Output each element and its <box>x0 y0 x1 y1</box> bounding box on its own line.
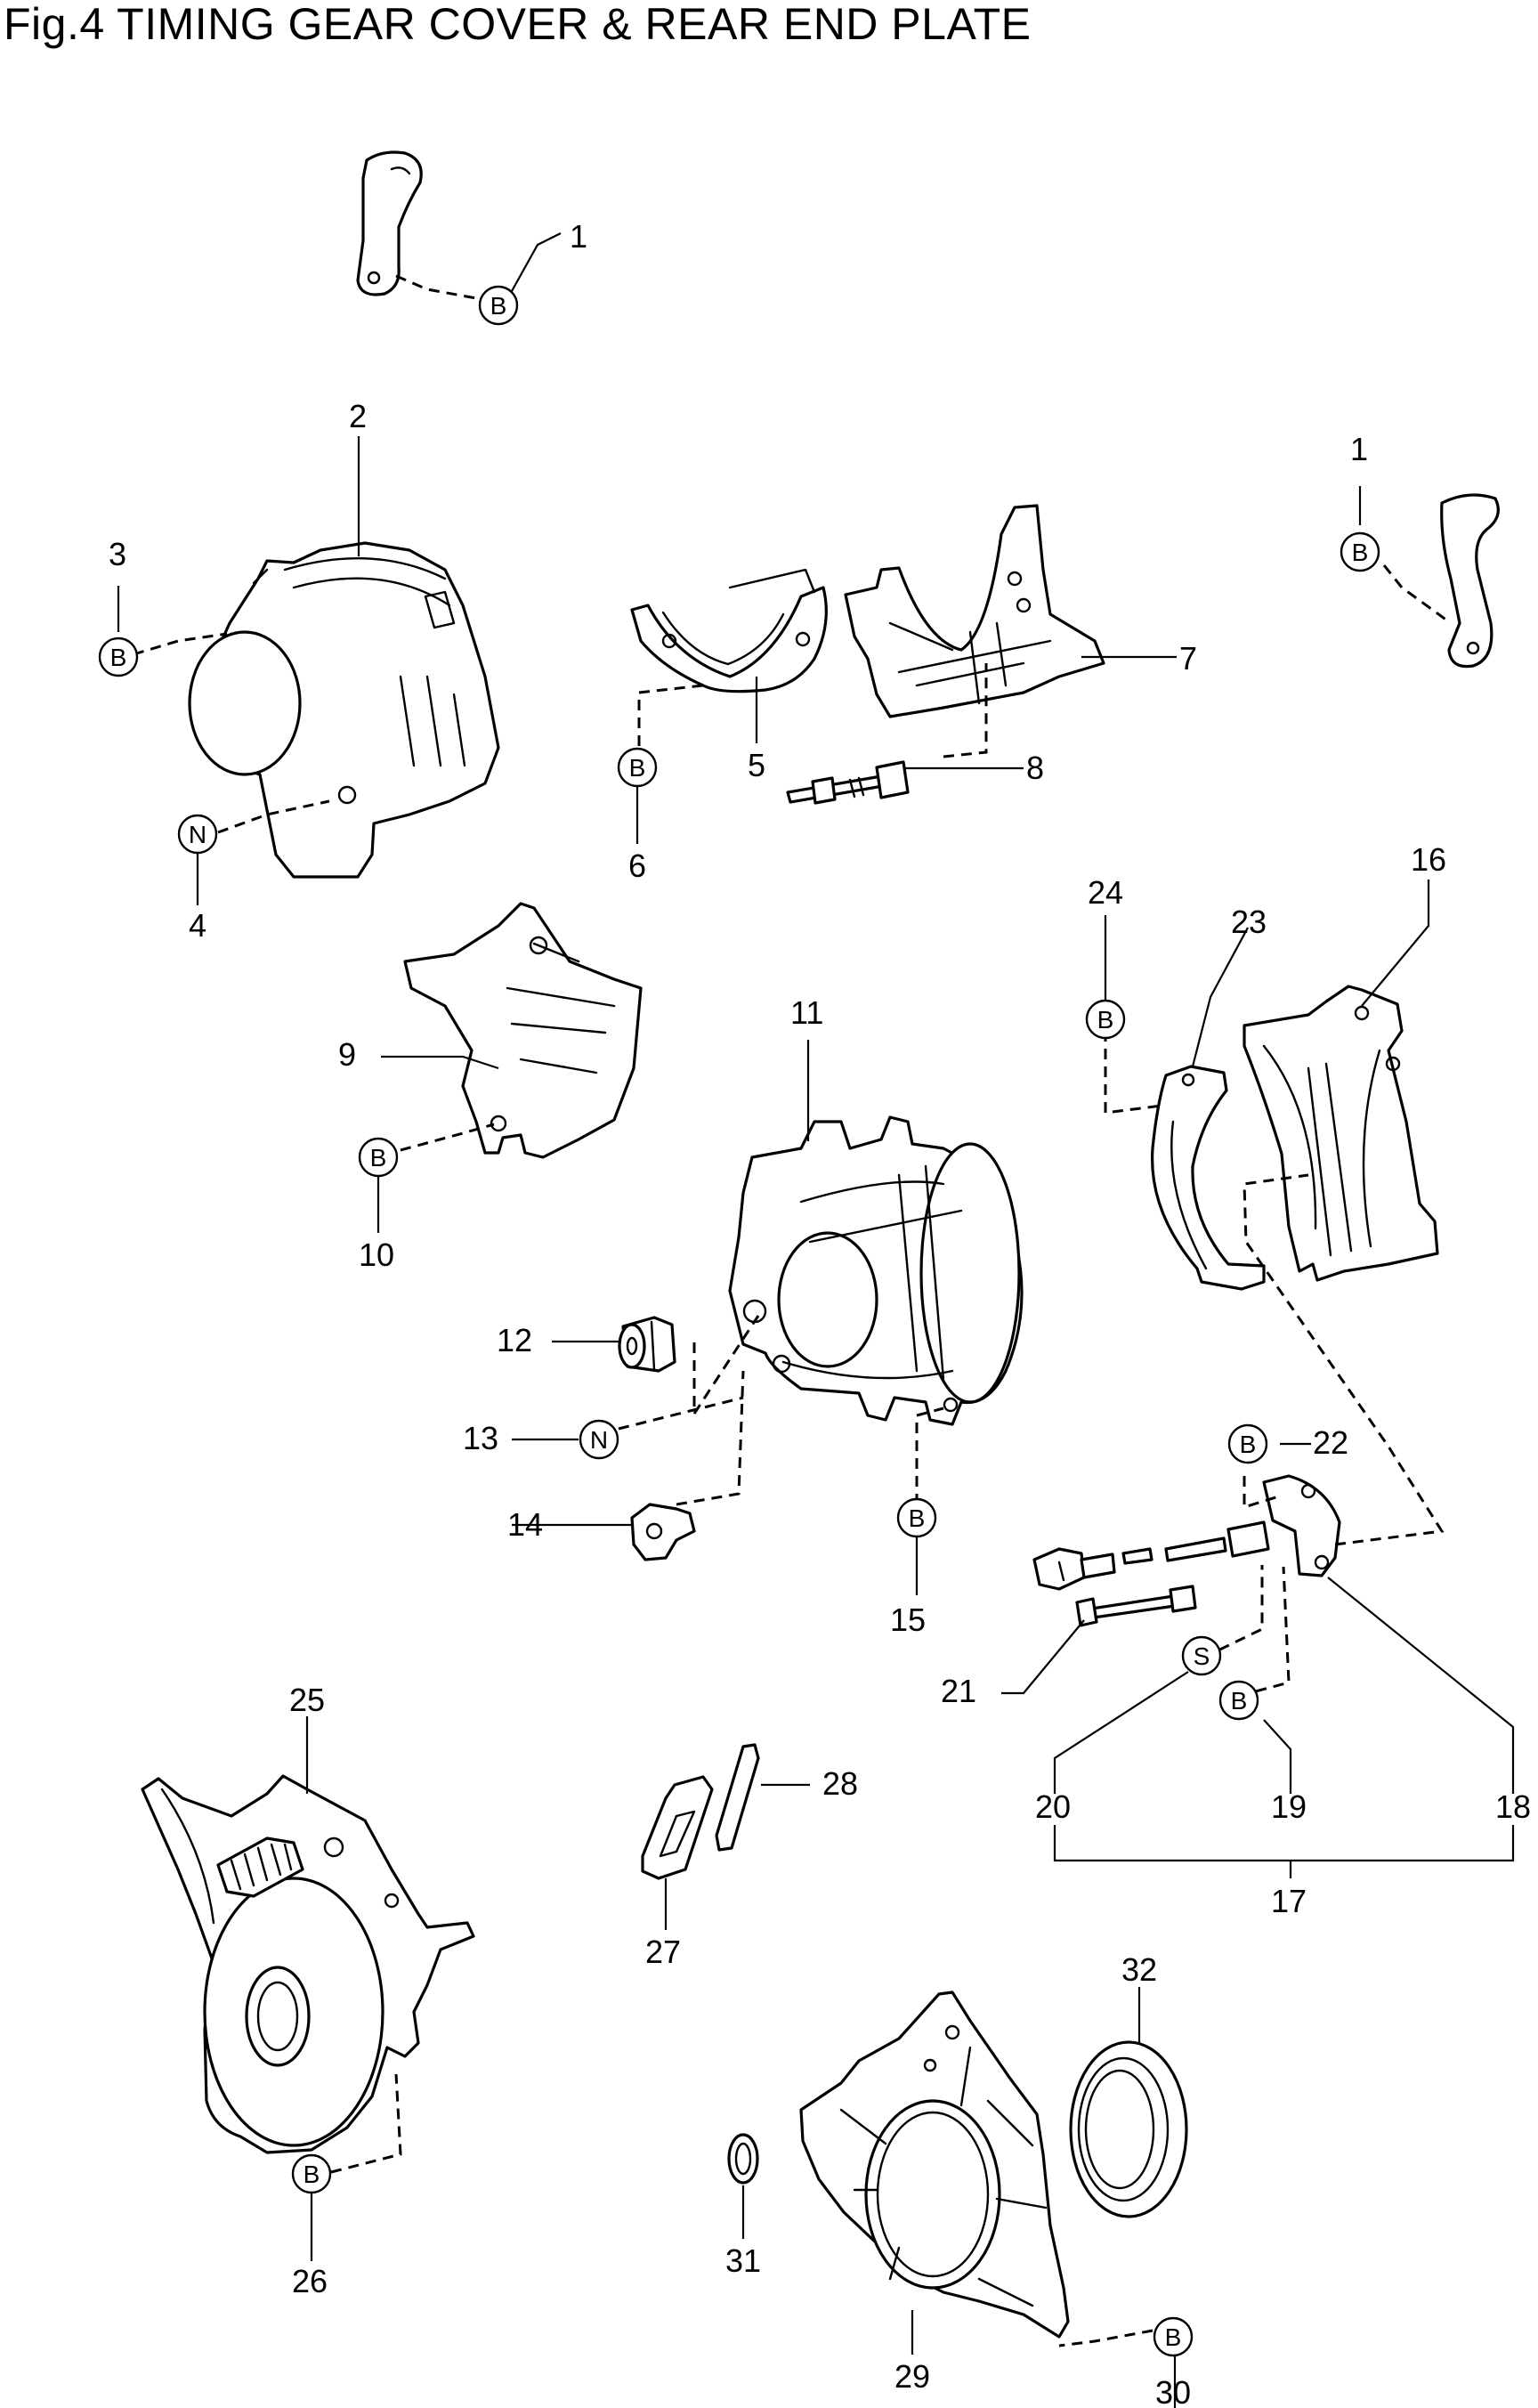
marker-b-part-1-right: B <box>1340 531 1380 572</box>
marker-s-part-20: S <box>1181 1635 1222 1676</box>
callout-27: 27 <box>645 1934 681 1970</box>
callout-4: 4 <box>189 907 206 944</box>
part-5-half-seal <box>630 568 828 693</box>
part-2-timing-gear-cover <box>188 541 500 879</box>
marker-n-part-4: N <box>177 814 218 855</box>
callout-1-top: 1 <box>570 218 587 255</box>
callout-19: 19 <box>1271 1788 1307 1825</box>
callout-18: 18 <box>1495 1788 1531 1825</box>
marker-b-part-22: B <box>1227 1423 1268 1464</box>
callout-29: 29 <box>894 2358 930 2395</box>
callout-16: 16 <box>1411 841 1446 878</box>
part-12-grommet <box>618 1316 676 1373</box>
marker-b-part-15: B <box>896 1497 937 1538</box>
callout-23: 23 <box>1231 904 1267 940</box>
part-31-o-ring <box>727 2133 759 2185</box>
callout-12: 12 <box>497 1322 532 1358</box>
part-32-oil-seal <box>1069 2040 1188 2218</box>
marker-b-part-26: B <box>291 2153 332 2194</box>
part-16-mounting-bracket <box>1243 985 1439 1282</box>
callout-25: 25 <box>289 1682 325 1718</box>
part-25-front-timing-cover <box>141 1774 475 2154</box>
marker-b-part-30: B <box>1153 2316 1194 2357</box>
callout-8: 8 <box>1026 750 1044 786</box>
callout-31: 31 <box>725 2242 761 2279</box>
marker-n-part-13: N <box>579 1419 619 1460</box>
marker-b-part-19: B <box>1218 1680 1259 1721</box>
part-23-strap-clamp <box>1150 1065 1266 1291</box>
callout-22: 22 <box>1313 1424 1348 1461</box>
svg-text:B: B <box>1240 1431 1257 1458</box>
callout-numbers: 1 1 2 3 4 5 6 7 8 9 10 11 12 13 14 15 16… <box>109 218 1531 2408</box>
marker-b-part-3: B <box>98 636 139 677</box>
svg-text:B: B <box>490 292 507 320</box>
svg-text:B: B <box>1352 539 1369 566</box>
svg-text:B: B <box>304 2161 320 2188</box>
svg-text:B: B <box>1097 1006 1114 1034</box>
callout-13: 13 <box>463 1420 498 1456</box>
callout-15: 15 <box>890 1601 926 1638</box>
callout-32: 32 <box>1121 1951 1157 1988</box>
callout-24: 24 <box>1088 874 1123 911</box>
svg-text:B: B <box>909 1504 926 1532</box>
callout-6: 6 <box>628 847 646 884</box>
callout-3: 3 <box>109 536 126 572</box>
callout-11: 11 <box>790 994 823 1031</box>
marker-b-part-1-top: B <box>478 285 519 326</box>
svg-text:N: N <box>590 1426 608 1454</box>
part-27-gasket <box>641 1775 714 1880</box>
callout-20: 20 <box>1035 1788 1071 1825</box>
svg-text:B: B <box>370 1144 387 1172</box>
marker-b-part-10: B <box>358 1137 399 1178</box>
callout-10: 10 <box>359 1236 394 1273</box>
svg-text:B: B <box>1165 2323 1182 2351</box>
part-29-rear-end-plate <box>799 1990 1070 2339</box>
part-8-bolt <box>786 760 910 805</box>
callout-14: 14 <box>507 1506 543 1543</box>
callout-5: 5 <box>748 747 765 783</box>
callout-21: 21 <box>941 1673 976 1709</box>
part-11-gear-housing <box>728 1115 1024 1426</box>
dashed-connectors <box>133 274 1452 2347</box>
part-14-clip <box>630 1503 696 1561</box>
marker-b-part-6: B <box>617 747 658 788</box>
part-28-key <box>715 1743 760 1852</box>
callout-26: 26 <box>292 2263 328 2299</box>
callout-1-right: 1 <box>1350 431 1368 467</box>
part-1-lifting-hook-left <box>356 150 423 296</box>
callout-30: 30 <box>1155 2374 1191 2408</box>
leader-lines <box>117 232 1515 2408</box>
part-1-lifting-hook-right <box>1440 493 1500 669</box>
parts-17-22-sensor-assembly <box>1032 1474 1341 1591</box>
marker-b-part-24: B <box>1085 999 1126 1040</box>
callout-2: 2 <box>349 398 367 434</box>
svg-text:N: N <box>189 821 206 848</box>
svg-text:B: B <box>110 644 127 671</box>
svg-text:S: S <box>1194 1642 1210 1670</box>
callout-17: 17 <box>1271 1883 1307 1919</box>
part-7-cover-bracket <box>844 504 1105 718</box>
callout-7: 7 <box>1179 640 1197 677</box>
circled-markers: B B B N B B B N <box>98 285 1380 2357</box>
svg-text:B: B <box>1231 1687 1248 1715</box>
callout-9: 9 <box>338 1036 356 1073</box>
svg-text:B: B <box>629 754 646 782</box>
part-21-small-bolt <box>1075 1585 1197 1627</box>
callout-28: 28 <box>822 1765 858 1802</box>
figure-title: Fig.4 TIMING GEAR COVER & REAR END PLATE <box>4 0 1032 49</box>
part-9-cover-plate <box>403 902 643 1159</box>
